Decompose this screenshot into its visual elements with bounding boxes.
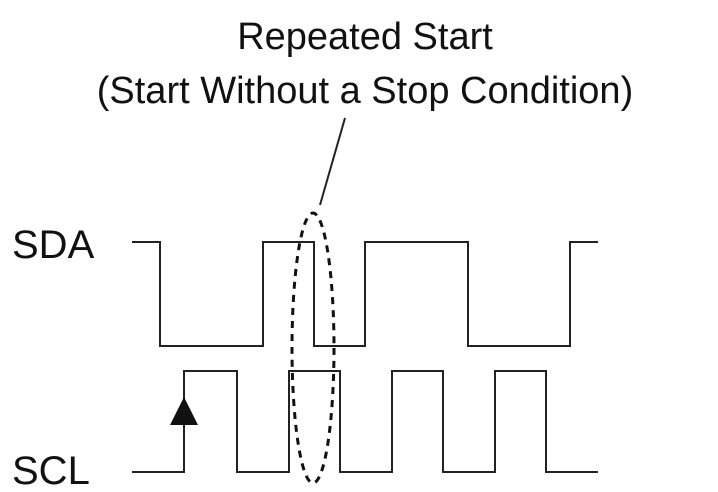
title-line-1: Repeated Start xyxy=(237,16,493,58)
repeated-start-ellipse xyxy=(290,211,336,485)
sda-label: SDA xyxy=(12,223,95,267)
scl-label: SCL xyxy=(12,449,90,492)
scl-waveform xyxy=(132,370,598,473)
title-line-2: (Start Without a Stop Condition) xyxy=(97,70,633,112)
up-arrow-icon xyxy=(170,397,198,425)
title-pointer-line xyxy=(319,117,346,206)
sda-waveform xyxy=(132,241,598,347)
